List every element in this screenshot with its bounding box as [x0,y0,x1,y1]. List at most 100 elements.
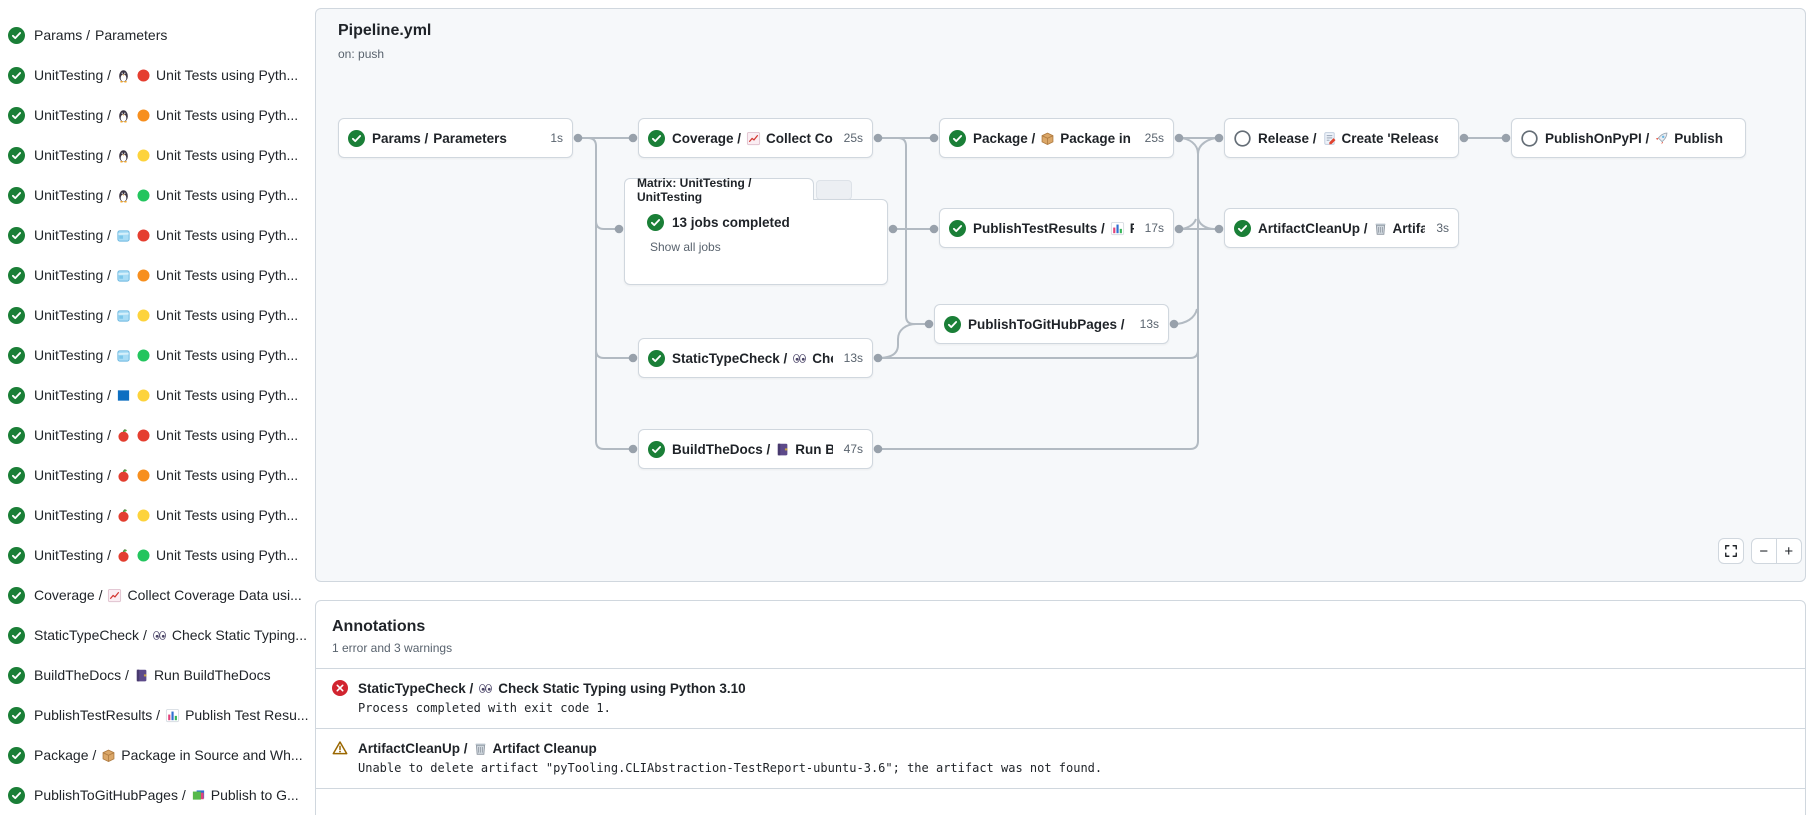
apple-icon [116,508,131,523]
job-name: Coverage / [672,130,742,146]
job-name: Params / [34,27,91,43]
icecube-icon [116,308,131,323]
show-all-jobs-link[interactable]: Show all jobs [650,240,721,254]
sidebar-job-UnitTesting[interactable]: UnitTesting /Unit Tests using Pyth... [0,255,312,295]
graph-node-Release[interactable]: Release /Create 'Release P... [1224,118,1459,158]
job-name: Package / [973,130,1036,146]
success-check-icon [949,129,966,147]
job-name: UnitTesting / [34,67,112,83]
sidebar-job-UnitTesting[interactable]: UnitTesting /Unit Tests using Pyth... [0,495,312,535]
zoom-in-button[interactable]: + [1777,539,1802,563]
job-name: StaticTypeCheck / [34,627,147,643]
notebook-icon [775,442,790,457]
job-name: UnitTesting / [34,187,112,203]
package-icon [101,748,116,763]
workflow-trigger: on: push [338,47,385,61]
sidebar-job-Coverage[interactable]: Coverage /Collect Coverage Data usi... [0,575,312,615]
circle-yellow-icon [136,508,151,523]
job-duration: 1s [550,131,563,145]
sidebar-job-Params[interactable]: Params /Parameters [0,15,312,55]
sidebar-job-Package[interactable]: Package /Package in Source and Wh... [0,735,312,775]
success-check-icon [8,786,25,804]
bar-chart-icon [165,708,180,723]
success-check-icon [8,386,25,404]
zoom-out-button[interactable]: − [1752,539,1777,563]
annotations-panel: Annotations 1 error and 3 warnings Stati… [315,600,1806,815]
graph-node-Package[interactable]: Package /Package in So...25s [939,118,1174,158]
job-name: PublishTestResults / [973,220,1105,236]
sidebar-job-UnitTesting[interactable]: UnitTesting /Unit Tests using Pyth... [0,375,312,415]
sidebar-job-UnitTesting[interactable]: UnitTesting /Unit Tests using Pyth... [0,215,312,255]
graph-node-PublishToGitHubPages[interactable]: PublishToGitHubPages /...13s [934,304,1169,344]
fullscreen-icon [1724,544,1738,558]
job-name: ArtifactCleanUp / [358,740,468,756]
job-name: UnitTesting / [34,267,112,283]
sidebar-job-UnitTesting[interactable]: UnitTesting /Unit Tests using Pyth... [0,135,312,175]
graph-node-PublishOnPyPI[interactable]: PublishOnPyPI /Publish to ... [1511,118,1746,158]
sidebar-job-UnitTesting[interactable]: UnitTesting /Unit Tests using Pyth... [0,295,312,335]
success-check-icon [648,129,665,147]
job-name: Params / [372,130,429,146]
skipped-circle-icon [1521,129,1538,147]
sidebar-job-UnitTesting[interactable]: UnitTesting /Unit Tests using Pyth... [0,455,312,495]
circle-yellow-icon [136,308,151,323]
step-name: Unit Tests using Pyth... [156,547,299,563]
job-name: UnitTesting / [34,147,112,163]
graph-node-BuildTheDocs[interactable]: BuildTheDocs / Run Buil... 47s [638,429,873,469]
success-check-icon [8,546,25,564]
sidebar-job-UnitTesting[interactable]: UnitTesting /Unit Tests using Pyth... [0,535,312,575]
matrix-group-node[interactable]: 13 jobs completed Show all jobs [624,199,888,285]
job-name: BuildTheDocs / [672,441,771,457]
job-duration: 47s [843,442,863,456]
sidebar-job-BuildTheDocs[interactable]: BuildTheDocs /Run BuildTheDocs [0,655,312,695]
step-name: Check Static Typing using Python 3.10 [498,680,746,696]
job-name: UnitTesting / [34,347,112,363]
graph-node-ArtifactCleanUp[interactable]: ArtifactCleanUp /Artifac...3s [1224,208,1459,248]
eyes-icon [478,681,493,696]
annotations-title: Annotations [332,618,426,635]
success-check-icon [8,466,25,484]
circle-orange-icon [136,108,151,123]
circle-green-icon [136,548,151,563]
step-name: Unit Tests using Pyth... [156,427,299,443]
sidebar-job-UnitTesting[interactable]: UnitTesting /Unit Tests using Pyth... [0,55,312,95]
step-name: Unit Tests using Pyth... [156,227,299,243]
matrix-stack-decoration [816,180,852,200]
job-duration: 25s [1144,131,1164,145]
package-icon [1040,131,1055,146]
success-check-icon [8,146,25,164]
matrix-tab[interactable]: Matrix: UnitTesting / UnitTesting [624,176,814,204]
step-name: Create 'Release P... [1341,130,1438,146]
sidebar-job-PublishToGitHubPages[interactable]: PublishToGitHubPages /Publish to G... [0,775,312,815]
step-name: Publish Test Resu... [185,707,309,723]
success-check-icon [8,346,25,364]
sidebar-job-UnitTesting[interactable]: UnitTesting /Unit Tests using Pyth... [0,175,312,215]
workflow-graph-panel: Pipeline.yml on: push Params /Parameters… [315,8,1806,582]
step-name: Run Buil... [795,441,833,457]
circle-yellow-icon [136,388,151,403]
job-name: PublishTestResults / [34,707,161,723]
sidebar-job-UnitTesting[interactable]: UnitTesting /Unit Tests using Pyth... [0,415,312,455]
icecube-icon [116,268,131,283]
sidebar-job-StaticTypeCheck[interactable]: StaticTypeCheck /Check Static Typing... [0,615,312,655]
success-check-icon [647,214,664,231]
graph-node-StaticTypeCheck[interactable]: StaticTypeCheck /Chec...13s [638,338,873,378]
fullscreen-button[interactable] [1718,538,1744,564]
success-check-icon [8,106,25,124]
step-name: Artifact Cleanup [492,740,597,756]
success-check-icon [8,186,25,204]
graph-node-PublishTestResults[interactable]: PublishTestResults /Pu...17s [939,208,1174,248]
sidebar-job-PublishTestResults[interactable]: PublishTestResults / Publish Test Resu... [0,695,312,735]
trash-icon [473,741,488,756]
success-check-icon [348,129,365,147]
graph-node-Coverage[interactable]: Coverage /Collect Cove...25s [638,118,873,158]
circle-red-icon [136,428,151,443]
sidebar-job-UnitTesting[interactable]: UnitTesting / Unit Tests using Pyth... [0,335,312,375]
sidebar-job-UnitTesting[interactable]: UnitTesting /Unit Tests using Pyth... [0,95,312,135]
zoom-button-group: − + [1751,538,1802,564]
step-name: Unit Tests using Pyth... [156,347,299,363]
pages-icon [191,788,206,803]
job-duration: 13s [1139,317,1159,331]
notebook-icon [134,668,149,683]
